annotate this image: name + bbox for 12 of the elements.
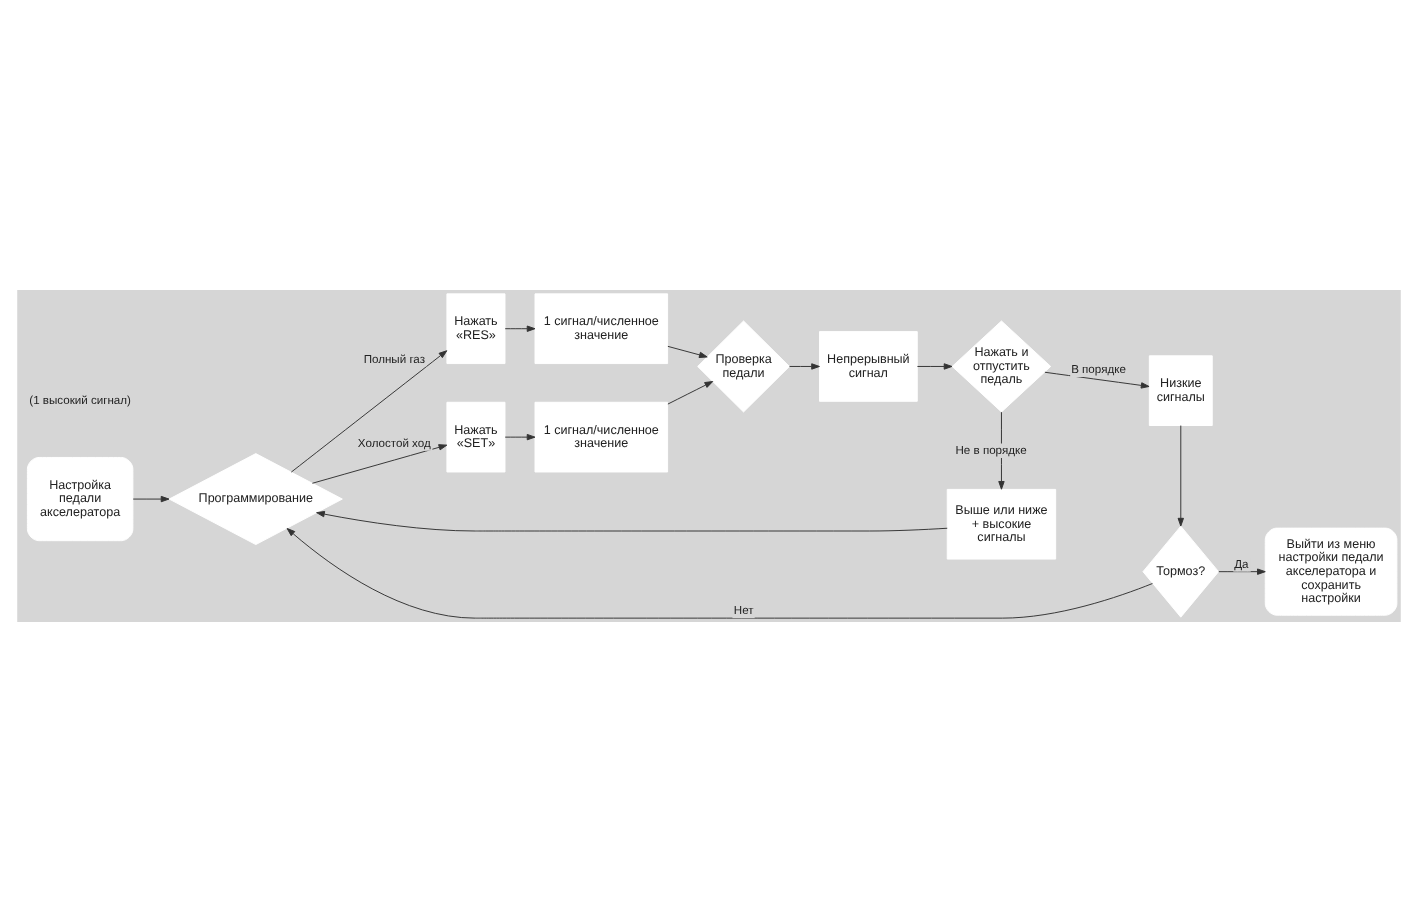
arrow — [1218, 568, 1266, 575]
arrow — [504, 433, 536, 441]
arrow — [667, 345, 708, 359]
arrow — [667, 381, 714, 405]
arrow — [1177, 425, 1184, 527]
arrow — [789, 363, 820, 370]
arrow — [1044, 371, 1150, 389]
arrow — [316, 510, 948, 532]
arrow — [132, 495, 170, 503]
arrow — [311, 444, 448, 484]
arrow — [504, 325, 536, 332]
arrow — [916, 363, 953, 370]
